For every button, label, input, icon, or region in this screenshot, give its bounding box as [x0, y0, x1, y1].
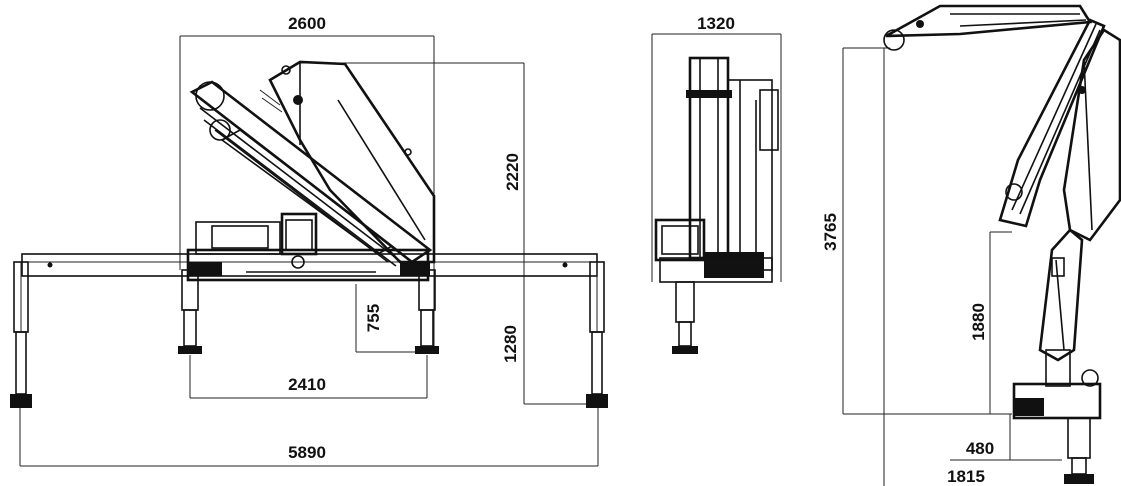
crane-boom — [189, 60, 436, 267]
dimension-lines-extended — [842, 47, 1062, 486]
dim-lower-height: 1880 — [969, 303, 988, 341]
dim-total-height: 2220 — [503, 153, 522, 191]
dim-top-width: 2600 — [288, 14, 326, 33]
dim-offset-short: 480 — [966, 439, 994, 458]
dim-offset-long: 1815 — [947, 467, 985, 486]
dim-outer-leg-span: 5890 — [288, 443, 326, 462]
side-view: 1320 — [651, 14, 782, 354]
crane-base — [186, 212, 430, 282]
dimension-lines-front — [19, 35, 600, 467]
dim-side-width: 1320 — [697, 14, 735, 33]
dim-inner-height: 755 — [364, 304, 383, 332]
side-leg — [672, 281, 698, 354]
dim-base-height: 1280 — [501, 325, 520, 363]
side-column — [686, 56, 779, 271]
dim-inner-leg-span: 2410 — [288, 375, 326, 394]
front-view: 2600 2220 755 1280 2410 5890 — [10, 14, 608, 467]
extended-view: 3765 1880 480 1815 — [821, 4, 1121, 486]
dimension-lines-side — [651, 33, 782, 282]
dim-max-height: 3765 — [821, 213, 840, 251]
inner-leg-right — [415, 269, 439, 354]
extended-boom — [883, 4, 1121, 484]
outer-leg-right — [586, 261, 608, 408]
outer-leg-left — [10, 261, 32, 408]
inner-leg-left — [178, 269, 202, 354]
side-base — [654, 218, 773, 283]
